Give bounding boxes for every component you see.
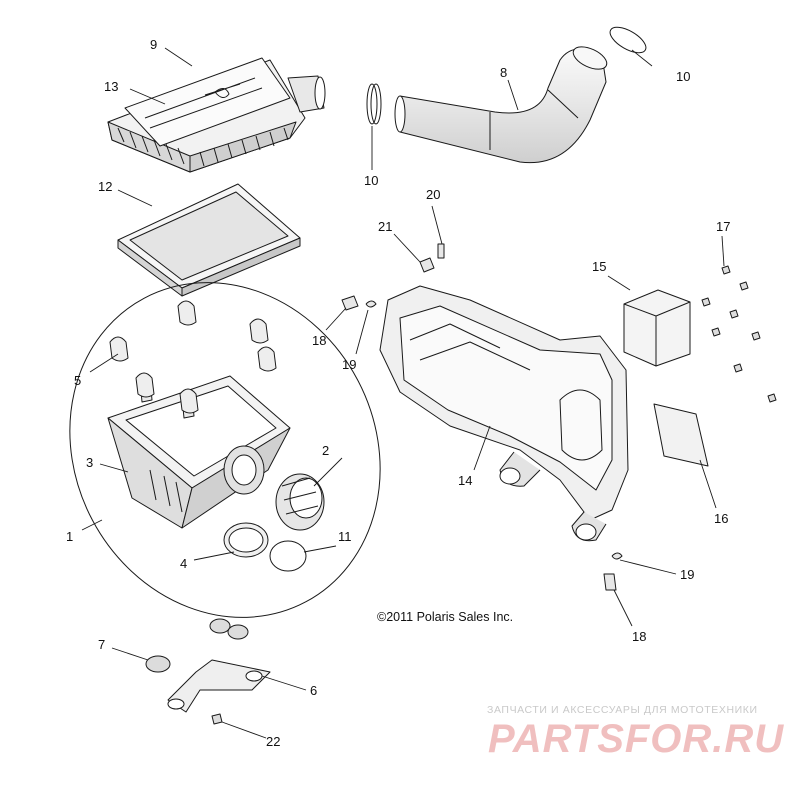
callout-22: 22 xyxy=(266,734,281,749)
small-fittings-part xyxy=(341,243,623,591)
callout-21: 21 xyxy=(378,219,393,234)
spring-clips-part xyxy=(109,300,277,414)
callout-5: 5 xyxy=(74,373,82,388)
callout-19b: 19 xyxy=(680,567,695,582)
callout-10b: 10 xyxy=(364,173,379,188)
grommets-part xyxy=(145,618,249,673)
intake-housing-part xyxy=(379,285,629,542)
callout-10a: 10 xyxy=(676,69,691,84)
intake-tube-part xyxy=(394,46,608,164)
callout-18b: 18 xyxy=(632,629,647,644)
callout-9: 9 xyxy=(150,37,158,52)
assembly-group-outline xyxy=(69,282,381,618)
airbox-base-part xyxy=(107,375,291,529)
callout-17: 17 xyxy=(716,219,731,234)
watermark-logo-text: PARTSFOR.RU xyxy=(488,717,785,761)
intake-coupler-part xyxy=(275,473,325,531)
airbox-cover-part xyxy=(107,57,326,173)
callout-1: 1 xyxy=(66,529,74,544)
callout-20: 20 xyxy=(426,187,441,202)
callout-15: 15 xyxy=(592,259,607,274)
callout-2: 2 xyxy=(322,443,330,458)
watermark-tagline: ЗАПЧАСТИ И АКСЕССУАРЫ ДЛЯ МОТОТЕХНИКИ xyxy=(487,704,758,716)
leader-lines xyxy=(81,47,725,739)
air-filter-part xyxy=(117,183,301,297)
foam-block-part xyxy=(623,289,691,367)
screws-17-part xyxy=(701,265,777,403)
callout-13: 13 xyxy=(104,79,119,94)
callout-3: 3 xyxy=(86,455,94,470)
mount-bracket-part xyxy=(167,659,271,713)
foam-panel-part xyxy=(653,403,709,467)
callout-16: 16 xyxy=(714,511,729,526)
callout-19a: 19 xyxy=(342,357,357,372)
callout-18a: 18 xyxy=(312,333,327,348)
callout-11: 11 xyxy=(338,529,352,544)
callout-8: 8 xyxy=(500,65,508,80)
bolt-22-part xyxy=(211,713,223,725)
copyright-notice: ©2011 Polaris Sales Inc. xyxy=(377,610,514,624)
callout-4: 4 xyxy=(180,556,188,571)
callout-7: 7 xyxy=(98,637,106,652)
callout-12: 12 xyxy=(98,179,113,194)
callout-14: 14 xyxy=(458,473,473,488)
callout-6: 6 xyxy=(310,683,318,698)
clamps-10-part xyxy=(366,26,647,125)
clamp-11-part xyxy=(269,540,307,572)
